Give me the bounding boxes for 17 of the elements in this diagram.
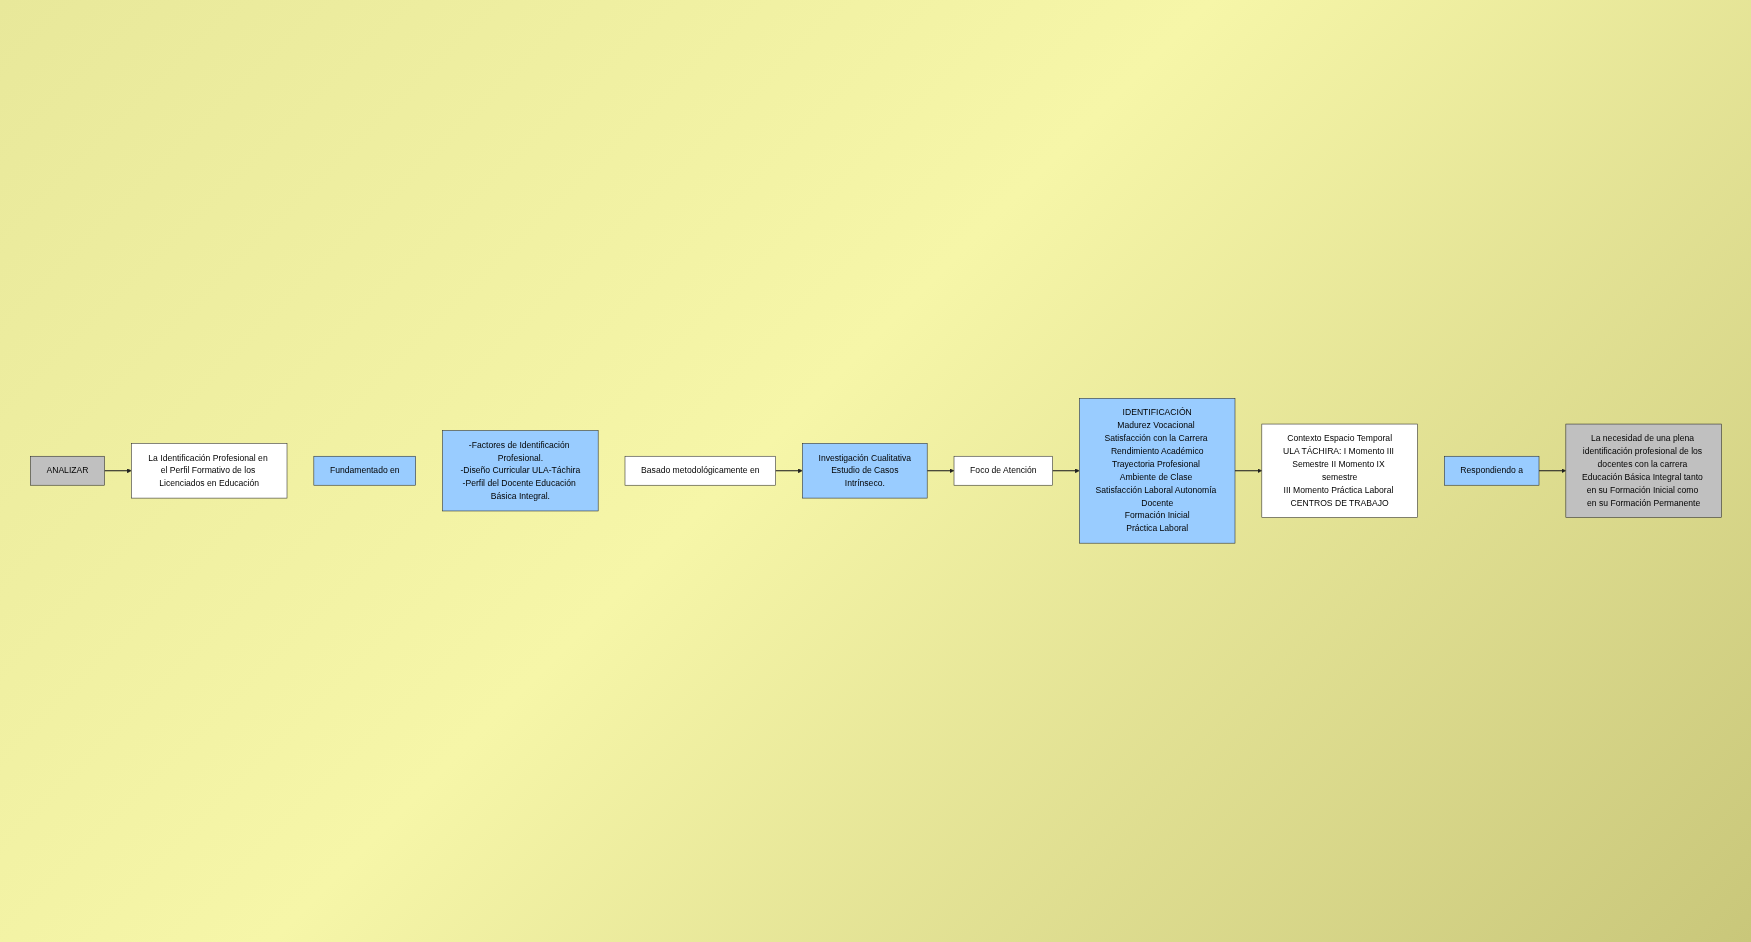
arrow bbox=[1051, 468, 1080, 474]
node-box: Respondiendo a bbox=[1443, 456, 1539, 486]
node-box: IDENTIFICACIÓN Madurez Vocacional Satisfacción con la Carrera Rendimiento Académico Trayectoria Profesional Ambiente de Clase Satisfacción Laboral Autonomía Docente Formación Inicial Práctica Laboral bbox=[1078, 398, 1235, 544]
node-box: La necesidad de una plena identificación profesional de los docentes con la carrera Educación Básica Integral tanto en su Formación Inicial como en su Formación Permanente bbox=[1565, 424, 1722, 518]
node-box: Fundamentado en bbox=[313, 456, 416, 486]
arrow bbox=[1234, 468, 1262, 474]
node-box: Contexto Espacio Temporal ULA TÁCHIRA: I Momento III Semestre II Momento IX semestre III Momento Práctica Laboral CENTROS DE TRABAJO bbox=[1261, 424, 1418, 518]
node-box: ANALIZAR bbox=[29, 456, 105, 486]
arrow bbox=[1538, 468, 1566, 474]
node-box: Investigación Cualitativa Estudio de Casos Intrínseco. bbox=[801, 443, 928, 499]
arrow bbox=[926, 468, 954, 474]
node-box: Foco de Atención bbox=[953, 456, 1053, 486]
arrow bbox=[103, 468, 132, 474]
node-box: Basado metodológicamente en bbox=[624, 456, 776, 486]
node-box: -Factores de Identificación Profesional. -Diseño Curricular ULA-Táchira -Perfil del Docente Educación Básica Integral. bbox=[441, 430, 598, 512]
node-box: La Identificación Profesional en el Perfil Formativo de los Licenciados en Educación bbox=[130, 443, 287, 499]
arrow bbox=[774, 468, 803, 474]
